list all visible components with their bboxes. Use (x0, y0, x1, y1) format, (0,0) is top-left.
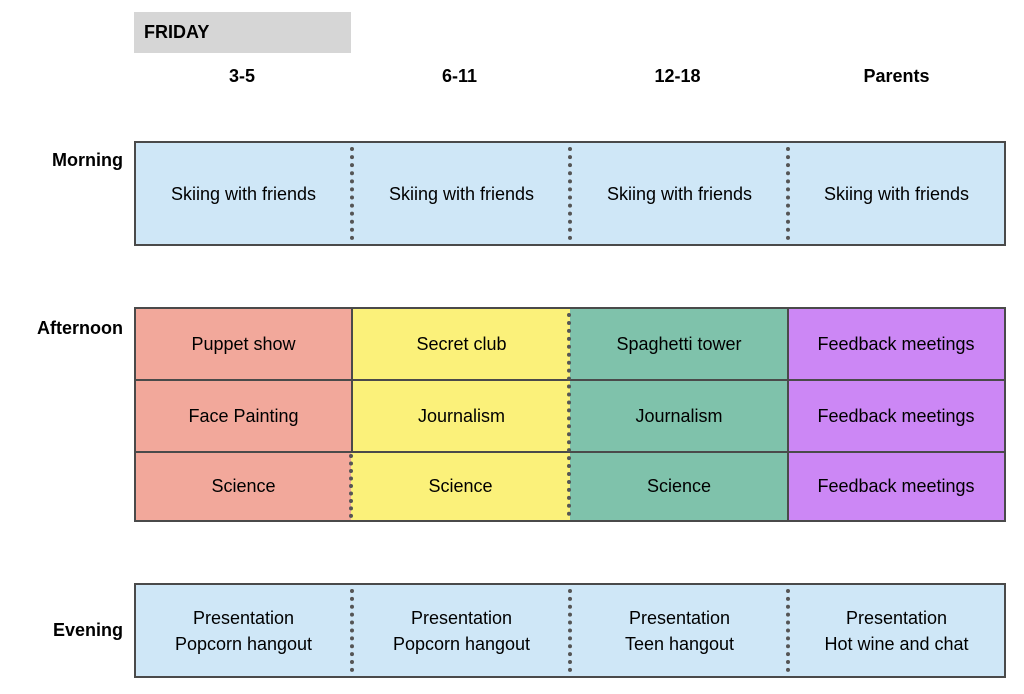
column-divider (350, 147, 354, 240)
evening-line: Presentation (192, 607, 295, 628)
column-divider (568, 589, 572, 672)
afternoon-cell: Face Painting (136, 380, 351, 451)
day-tab: FRIDAY (134, 12, 351, 53)
afternoon-block: Puppet show Secret club Spaghetti tower … (134, 307, 1006, 522)
evening-line: Popcorn hangout (174, 633, 313, 654)
evening-cell: Presentation Hot wine and chat (789, 585, 1004, 676)
column-header-parents: Parents (863, 66, 930, 86)
evening-line: Presentation (628, 607, 731, 628)
evening-cell: Presentation Teen hangout (571, 585, 788, 676)
afternoon-cell: Secret club (353, 309, 570, 379)
afternoon-cell: Science (351, 452, 570, 520)
column-divider (786, 147, 790, 240)
afternoon-cell: Feedback meetings (788, 380, 1004, 451)
row-label-afternoon: Afternoon (37, 318, 123, 338)
column-header-12-18: 12-18 (654, 66, 701, 86)
column-divider (568, 147, 572, 240)
column-divider (349, 454, 353, 518)
morning-cell: Skiing with friends (170, 183, 317, 204)
morning-cell: Skiing with friends (606, 183, 753, 204)
evening-line: Popcorn hangout (392, 633, 531, 654)
column-divider (567, 313, 571, 516)
afternoon-cell: Science (570, 452, 788, 520)
row-label-evening: Evening (52, 620, 123, 640)
afternoon-cell: Science (136, 452, 351, 520)
afternoon-cell: Feedback meetings (788, 452, 1004, 520)
afternoon-cell: Journalism (353, 380, 570, 451)
column-header-6-11: 6-11 (441, 66, 478, 86)
evening-line: Presentation (845, 607, 948, 628)
evening-line: Teen hangout (624, 633, 735, 654)
afternoon-cell: Spaghetti tower (570, 309, 788, 379)
evening-cell: Presentation Popcorn hangout (353, 585, 570, 676)
row-label-morning: Morning (52, 150, 123, 170)
morning-cell: Skiing with friends (388, 183, 535, 204)
morning-block: Skiing with friends Skiing with friends … (134, 141, 1006, 246)
column-divider (786, 589, 790, 672)
afternoon-cell: Journalism (570, 380, 788, 451)
morning-cell: Skiing with friends (823, 183, 970, 204)
afternoon-cell: Puppet show (136, 309, 351, 379)
evening-block: Presentation Popcorn hangout Presentatio… (134, 583, 1006, 678)
evening-line: Hot wine and chat (824, 633, 969, 654)
evening-line: Presentation (410, 607, 513, 628)
afternoon-cell: Feedback meetings (788, 309, 1004, 379)
evening-cell: Presentation Popcorn hangout (136, 585, 351, 676)
column-divider (350, 589, 354, 672)
column-header-3-5: 3-5 (228, 66, 255, 86)
column-divider (787, 309, 789, 520)
column-divider (351, 309, 353, 452)
